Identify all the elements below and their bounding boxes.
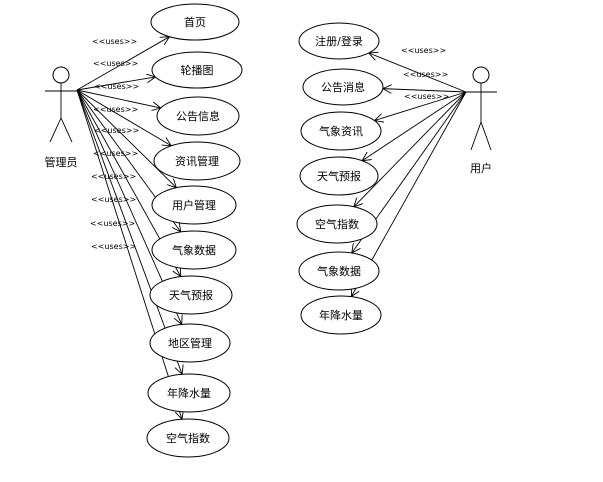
use-case-ellipse [300, 295, 382, 335]
admin-association-10 [76, 89, 182, 419]
use-case-label: 轮播图 [181, 63, 214, 77]
use-case-ellipse [298, 251, 380, 291]
admin-use-case: 公告信息 [156, 96, 240, 136]
admin-association-3 [76, 89, 161, 108]
admin-association-1 [76, 37, 170, 91]
user-association-3 [374, 91, 467, 121]
use-case-ellipse [300, 111, 382, 151]
stick-figure-icon [45, 66, 77, 143]
use-case-ellipse [299, 156, 379, 196]
use-case-ellipse [147, 373, 231, 413]
user-association-5 [354, 91, 467, 207]
use-case-label: 空气指数 [166, 431, 210, 445]
admin-use-case: 天气预报 [149, 275, 233, 315]
admin-use-case: 轮播图 [151, 51, 243, 89]
use-case-label: 气象数据 [317, 264, 361, 278]
user-actor-name: 用户 [470, 161, 492, 175]
admin-uses-label-3: <<uses>> [94, 82, 139, 91]
admin-use-case: 用户管理 [151, 185, 237, 225]
use-case-ellipse [151, 51, 243, 89]
user-use-case: 年降水量 [300, 295, 382, 335]
user-uses-label-3: <<uses>> [404, 92, 449, 101]
stick-figure-icon [465, 66, 497, 151]
user-use-case: 公告消息 [302, 68, 384, 106]
user-actor: 用户 [465, 66, 497, 175]
use-case-ellipse [149, 275, 233, 315]
user-uses-label-1: <<uses>> [401, 46, 446, 55]
use-case-label: 空气指数 [315, 217, 359, 231]
admin-actor-name: 管理员 [45, 155, 78, 169]
use-case-ellipse [298, 22, 380, 60]
use-case-ellipse [150, 3, 240, 41]
admin-uses-label-4: <<uses>> [93, 105, 138, 114]
use-case-label: 公告信息 [176, 109, 220, 123]
admin-association-2 [76, 77, 155, 91]
use-case-label: 首页 [184, 15, 206, 29]
admin-association-4 [76, 89, 171, 146]
user-use-case: 气象资讯 [300, 111, 382, 151]
admin-association-5 [76, 89, 176, 188]
admin-uses-label-2: <<uses>> [93, 59, 138, 68]
admin-association-9 [76, 89, 182, 374]
use-case-ellipse [149, 323, 231, 363]
user-association-2 [383, 89, 467, 92]
admin-uses-label-10: <<uses>> [91, 242, 136, 251]
use-case-ellipse [146, 418, 230, 458]
use-case-label: 气象数据 [172, 243, 216, 257]
admin-uses-label-5: <<uses>> [94, 126, 139, 135]
use-case-label: 年降水量 [319, 308, 363, 322]
use-case-label: 用户管理 [172, 198, 216, 212]
admin-uses-label-1: <<uses>> [92, 37, 137, 46]
admin-uses-label-9: <<uses>> [90, 219, 135, 228]
use-case-ellipse [151, 230, 237, 270]
user-association-1 [369, 53, 467, 93]
admin-use-case: 空气指数 [146, 418, 230, 458]
admin-uses-label-6: <<uses>> [93, 149, 138, 158]
user-associations: <<uses>> <<uses>> <<uses>> [351, 46, 467, 297]
use-case-ellipse [302, 68, 384, 106]
use-case-label: 地区管理 [168, 336, 212, 350]
use-case-ellipse [153, 141, 241, 181]
use-case-label: 气象资讯 [319, 124, 363, 138]
admin-use-case: 年降水量 [147, 373, 231, 413]
use-case-label: 年降水量 [167, 386, 211, 400]
use-case-label: 天气预报 [169, 288, 213, 302]
user-use-case: 天气预报 [299, 156, 379, 196]
user-use-case: 气象数据 [298, 251, 380, 291]
admin-use-case: 地区管理 [149, 323, 231, 363]
use-case-label: 天气预报 [317, 169, 361, 183]
admin-use-case: 首页 [150, 3, 240, 41]
use-case-label: 公告消息 [321, 80, 365, 94]
use-case-ellipse [156, 96, 240, 136]
admin-uses-label-8: <<uses>> [91, 195, 136, 204]
use-case-label: 资讯管理 [175, 154, 219, 168]
use-case-ellipse [151, 185, 237, 225]
admin-uses-label-7: <<uses>> [91, 172, 136, 181]
admin-use-case: 资讯管理 [153, 141, 241, 181]
use-case-label: 注册/登录 [315, 34, 363, 48]
user-use-case: 注册/登录 [298, 22, 380, 60]
use-case-ellipse [296, 204, 378, 244]
admin-use-case: 气象数据 [151, 230, 237, 270]
admin-actor: 管理员 [45, 66, 78, 169]
user-association-4 [362, 91, 467, 161]
user-use-case: 空气指数 [296, 204, 378, 244]
admin-associations: <<uses>> <<uses>> <<uses>> <<uses>> <<uses>>… [76, 37, 182, 420]
user-uses-label-2: <<uses>> [403, 70, 448, 79]
